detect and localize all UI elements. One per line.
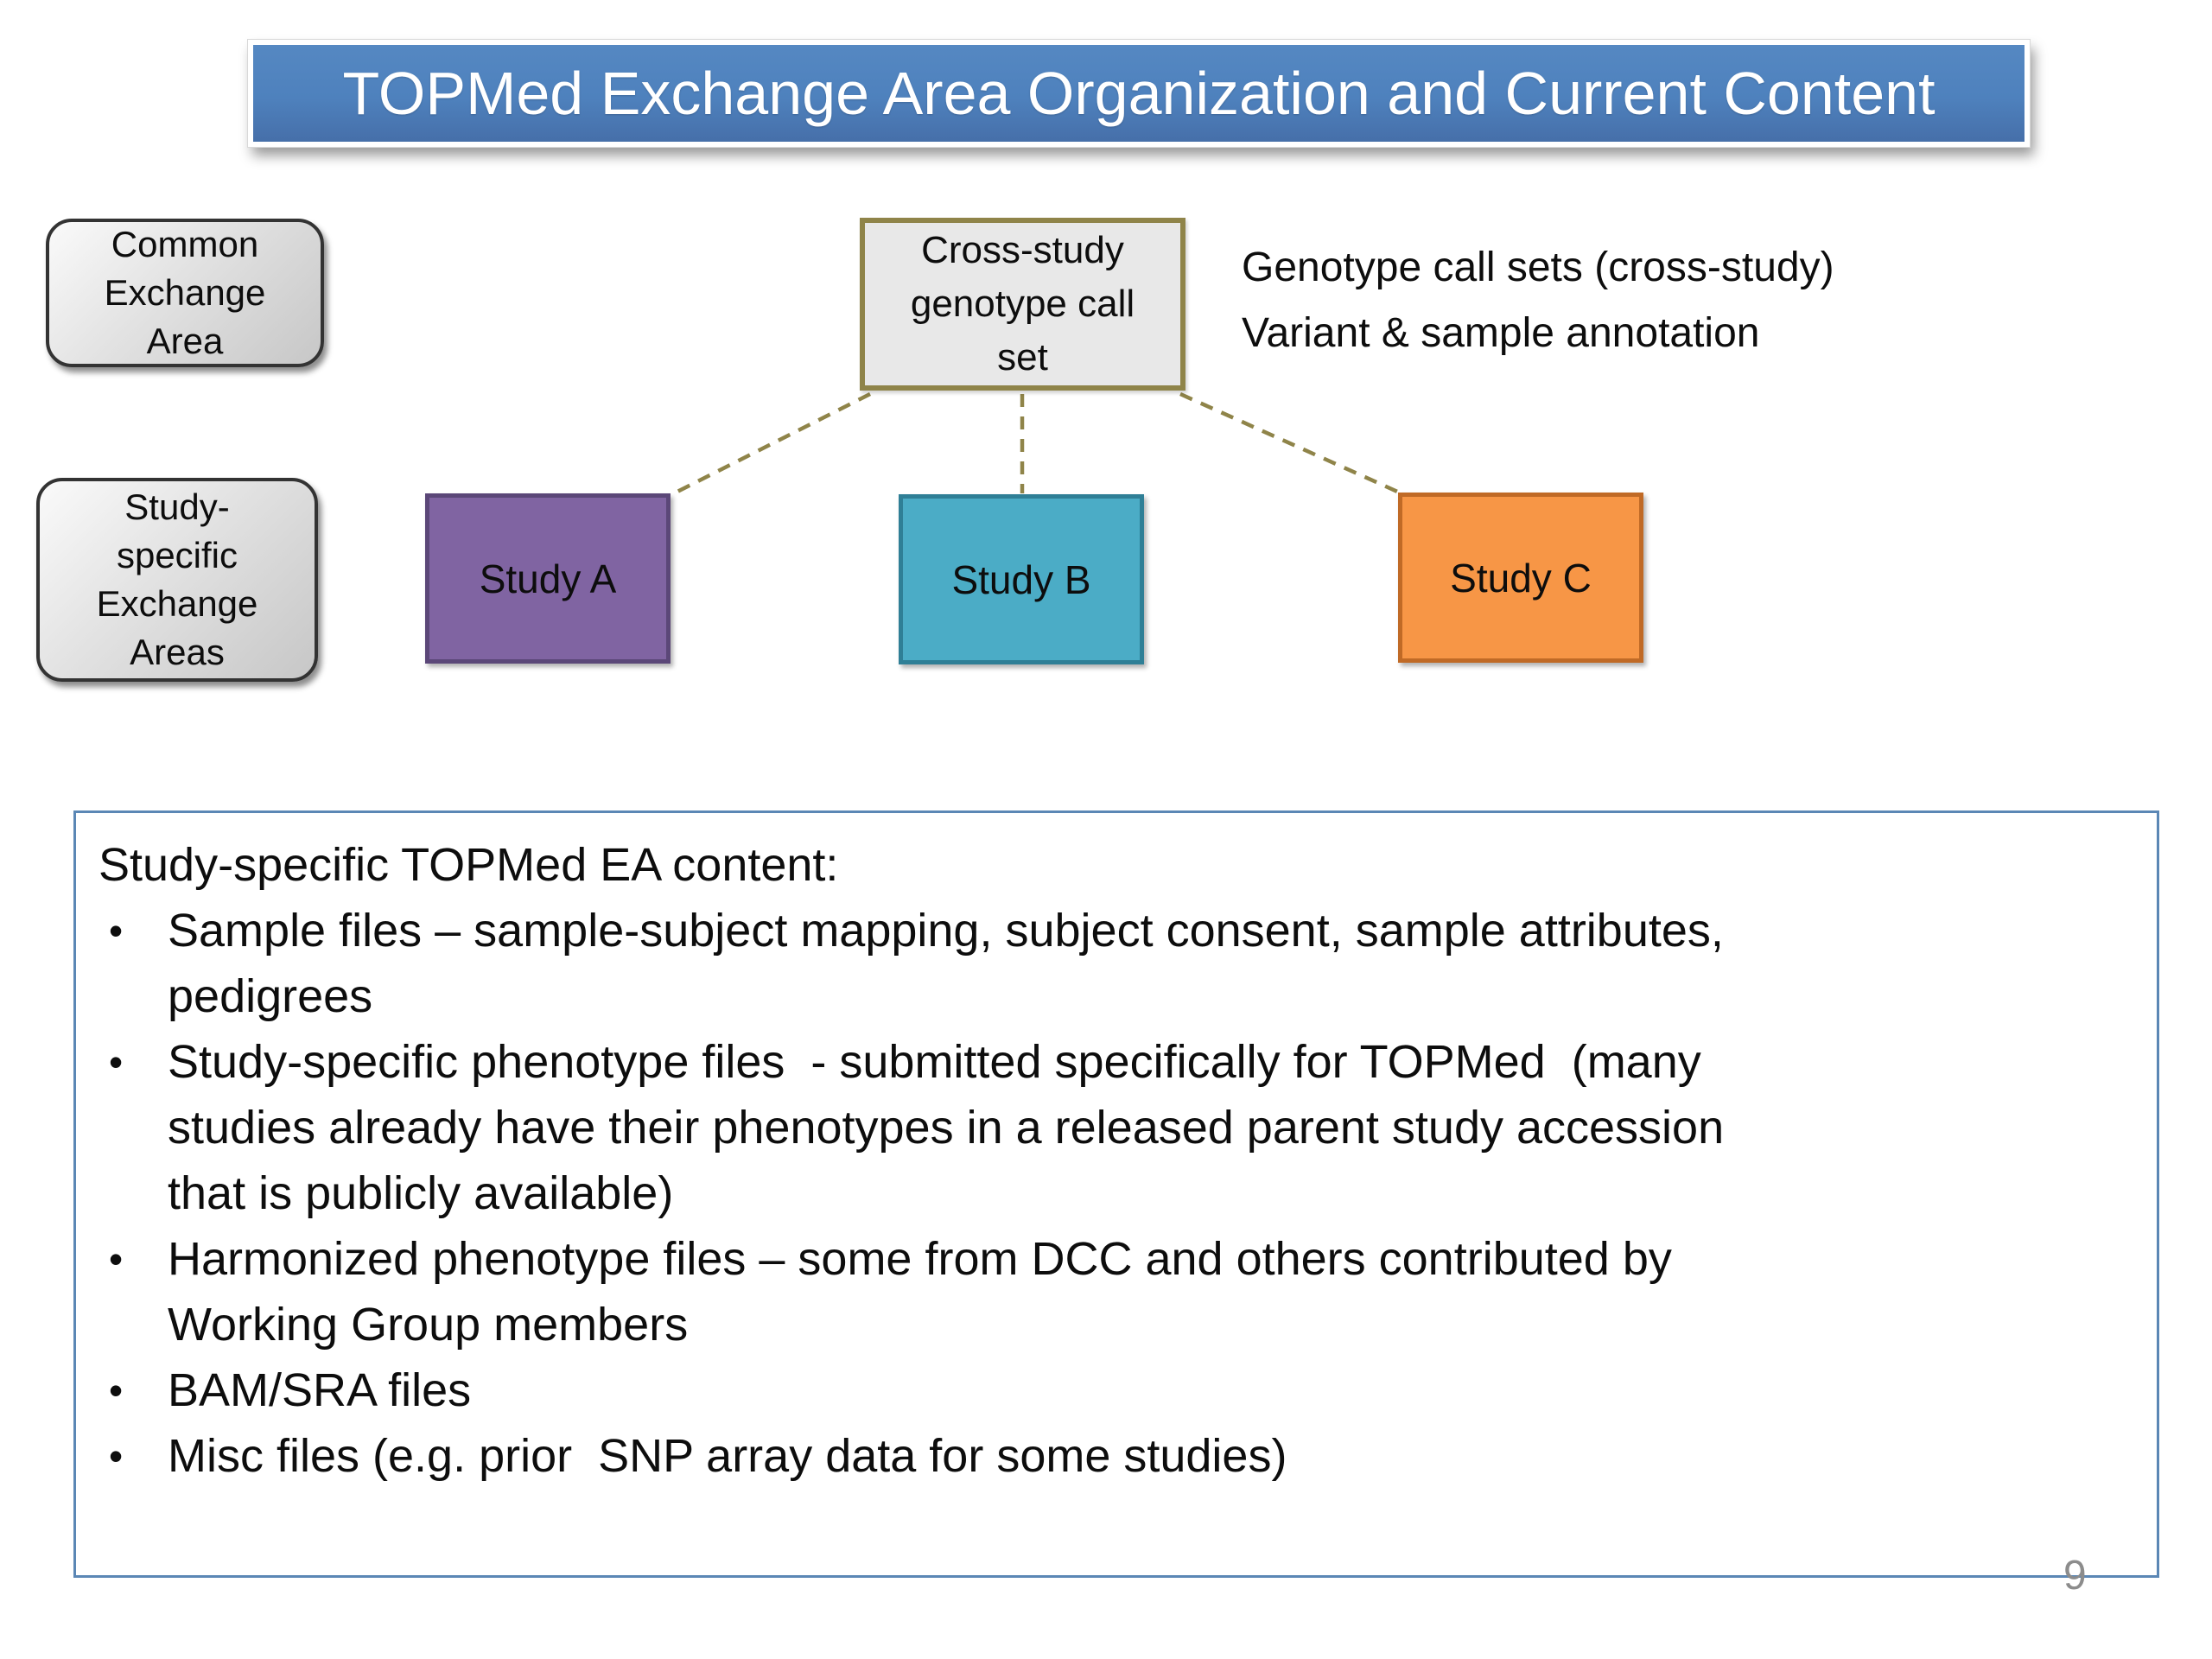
bullet-text: Harmonized phenotype files – some from D… [168, 1233, 1672, 1351]
bullet-text: Misc files (e.g. prior SNP array data fo… [168, 1430, 1287, 1482]
bullet-item-misc-files: • Misc files (e.g. prior SNP array data … [99, 1423, 2131, 1489]
bullet-text: Study-specific phenotype files - submitt… [168, 1036, 1725, 1219]
connector-to-study-a [671, 391, 872, 497]
study-specific-exchange-areas-label: Study- specific Exchange Areas [96, 486, 258, 672]
common-exchange-area-label: Common Exchange Area [104, 224, 266, 361]
bullet-item-sample-files: • Sample files – sample-subject mapping,… [99, 898, 2131, 1029]
cross-study-annotation: Genotype call sets (cross-study) Variant… [1242, 235, 1834, 366]
bullet-item-phenotype-files: • Study-specific phenotype files - submi… [99, 1029, 2131, 1226]
bullet-item-harmonized-phenotype: • Harmonized phenotype files – some from… [99, 1226, 2131, 1357]
bullet-glyph: • [109, 1433, 124, 1478]
slide-title: TOPMed Exchange Area Organization and Cu… [342, 60, 1936, 127]
common-exchange-area-box: Common Exchange Area [46, 219, 324, 367]
cross-study-genotype-label: Cross-study genotype call set [910, 229, 1135, 378]
study-a-label: Study A [479, 556, 617, 601]
bullet-item-bam-sra: • BAM/SRA files [99, 1357, 2131, 1423]
study-specific-exchange-areas-box: Study- specific Exchange Areas [36, 478, 318, 682]
content-heading: Study-specific TOPMed EA content: [99, 839, 839, 891]
bullet-glyph: • [109, 1039, 124, 1084]
bullet-glyph: • [109, 1368, 124, 1413]
slide-title-bar: TOPMed Exchange Area Organization and Cu… [248, 40, 2030, 147]
cross-study-genotype-box: Cross-study genotype call set [860, 218, 1185, 391]
study-c-box: Study C [1398, 493, 1643, 663]
study-a-box: Study A [425, 493, 671, 664]
content-panel: Study-specific TOPMed EA content: • Samp… [73, 810, 2159, 1578]
annotation-line-1: Genotype call sets (cross-study) [1242, 245, 1834, 290]
study-b-box: Study B [899, 494, 1144, 664]
bullet-glyph: • [109, 908, 124, 953]
page-number: 9 [2063, 1553, 2087, 1599]
study-c-label: Study C [1450, 555, 1592, 601]
bullet-text: BAM/SRA files [168, 1364, 472, 1416]
connector-to-study-c [1179, 391, 1404, 497]
annotation-line-2: Variant & sample annotation [1242, 310, 1760, 356]
bullet-glyph: • [109, 1236, 124, 1281]
study-b-label: Study B [951, 556, 1091, 602]
bullet-text: Sample files – sample-subject mapping, s… [168, 905, 1724, 1022]
